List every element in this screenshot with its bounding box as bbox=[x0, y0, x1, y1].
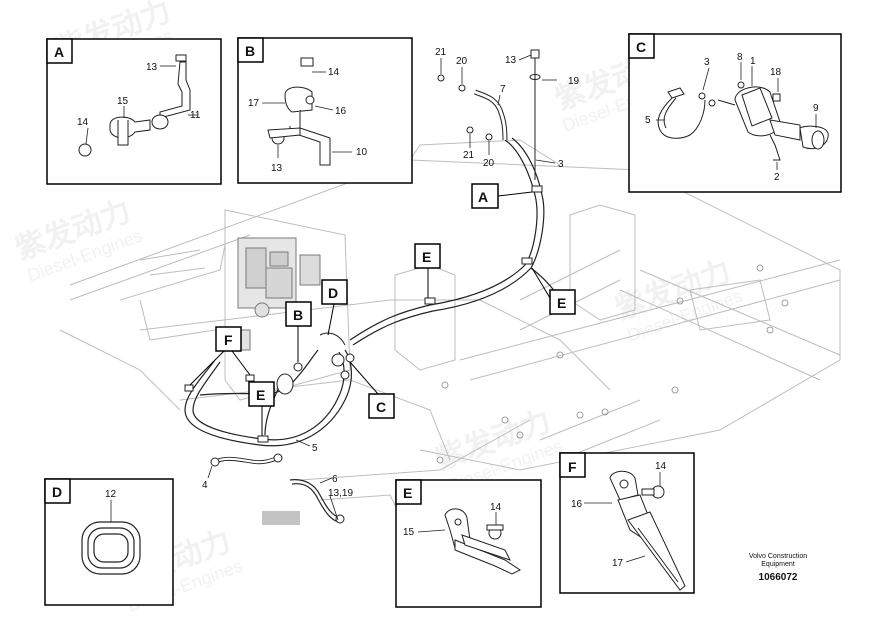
document-number: 1066072 bbox=[759, 572, 798, 583]
tag-a: A bbox=[478, 189, 488, 205]
callout-6: 6 bbox=[332, 474, 338, 485]
callout-13: 13 bbox=[271, 163, 283, 174]
detail-tag-box bbox=[321, 279, 348, 305]
callout-13-19: 13,19 bbox=[328, 488, 353, 499]
detail-tag-box bbox=[248, 381, 275, 407]
detail-tag-box bbox=[215, 326, 242, 352]
callout-4: 4 bbox=[202, 480, 208, 491]
callout-14: 14 bbox=[328, 67, 340, 78]
callout-15: 15 bbox=[117, 96, 129, 107]
callout-11: 11 bbox=[190, 110, 201, 121]
callout-2: 2 bbox=[774, 172, 780, 183]
detail-tag-box bbox=[549, 289, 576, 315]
machine-frame bbox=[59, 139, 841, 516]
detail-tag-box bbox=[46, 38, 73, 64]
leader-lines bbox=[207, 54, 557, 521]
callout-5: 5 bbox=[312, 443, 318, 454]
detail-tag-box bbox=[414, 243, 441, 269]
callout-16: 16 bbox=[571, 499, 583, 510]
tag-e: E bbox=[422, 249, 431, 265]
main-view-tags bbox=[189, 183, 576, 436]
tag-b: B bbox=[293, 307, 303, 323]
electrical-panel bbox=[227, 237, 321, 351]
callout-9: 9 bbox=[813, 103, 819, 114]
callout-3: 3 bbox=[704, 57, 710, 68]
tag-e: E bbox=[256, 387, 265, 403]
detail-tag: E bbox=[403, 485, 412, 501]
detail-box-d: D 12 bbox=[44, 478, 174, 606]
callout-20: 20 bbox=[483, 158, 495, 169]
tag-d: D bbox=[328, 285, 338, 301]
top-fittings bbox=[437, 49, 541, 180]
detail-tag-box bbox=[285, 301, 312, 327]
callout-21: 21 bbox=[463, 150, 475, 161]
credit-line-2: Equipment bbox=[761, 561, 795, 568]
callout-3: 3 bbox=[558, 159, 564, 170]
detail-frame bbox=[628, 33, 842, 193]
tag-f: F bbox=[224, 332, 233, 348]
detail-box-e: E 14 15 bbox=[395, 479, 542, 608]
callout-17: 17 bbox=[612, 558, 624, 569]
callout-8: 8 bbox=[737, 52, 743, 63]
callout-15: 15 bbox=[403, 527, 415, 538]
callout-21: 21 bbox=[435, 47, 447, 58]
callout-19: 19 bbox=[568, 76, 580, 87]
detail-tag-box bbox=[628, 33, 655, 59]
detail-tag: D bbox=[52, 484, 62, 500]
radiator-grille bbox=[262, 511, 300, 525]
detail-tag: A bbox=[54, 44, 64, 60]
tag-c: C bbox=[376, 399, 386, 415]
frame-bolts bbox=[436, 264, 789, 464]
callout-10: 10 bbox=[356, 147, 368, 158]
callout-12: 12 bbox=[105, 489, 117, 500]
callout-5: 5 bbox=[645, 115, 651, 126]
callout-20: 20 bbox=[456, 56, 468, 67]
clamps bbox=[184, 185, 543, 524]
detail-box-b: B 14 17 16 10 13 bbox=[237, 37, 413, 184]
detail-tag-box bbox=[395, 479, 422, 505]
battery-switch bbox=[276, 332, 355, 395]
credit-line-1: Volvo Construction bbox=[749, 553, 807, 560]
callout-14: 14 bbox=[77, 117, 89, 128]
callout-17: 17 bbox=[248, 98, 260, 109]
detail-box-c: C 3 8 1 bbox=[628, 33, 842, 193]
detail-frame bbox=[46, 38, 222, 185]
callout-14: 14 bbox=[655, 461, 667, 472]
detail-box-a: A 13 11 15 14 bbox=[46, 38, 222, 185]
detail-tag: F bbox=[568, 459, 577, 475]
callout-13: 13 bbox=[146, 62, 158, 73]
detail-tag-box bbox=[559, 452, 586, 478]
detail-tag-box bbox=[44, 478, 71, 504]
callout-1: 1 bbox=[750, 56, 756, 67]
callout-13: 13 bbox=[505, 55, 517, 66]
detail-tag-box bbox=[237, 37, 264, 63]
detail-tag: C bbox=[636, 39, 646, 55]
callout-14: 14 bbox=[490, 502, 502, 513]
tag-e: E bbox=[557, 295, 566, 311]
detail-tag: B bbox=[245, 43, 255, 59]
callout-7: 7 bbox=[500, 84, 506, 95]
callout-16: 16 bbox=[335, 106, 347, 117]
detail-tag-box bbox=[368, 393, 395, 419]
detail-box-f: F 14 16 17 bbox=[559, 452, 695, 594]
callout-18: 18 bbox=[770, 67, 782, 78]
